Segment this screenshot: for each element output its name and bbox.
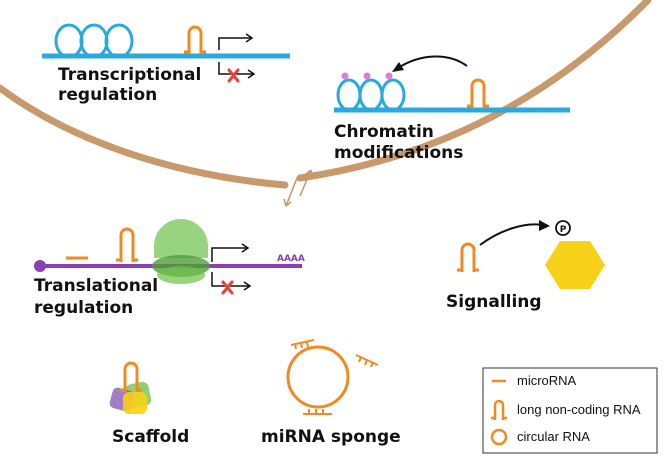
- nuclear-pore-arrows-icon: [283, 169, 313, 207]
- methyl-dot: [385, 72, 393, 80]
- lncrna-icon: [119, 227, 135, 262]
- nucleosome-group: [54, 23, 134, 59]
- phospho-badge-label: P: [560, 225, 567, 235]
- methyl-marks: [341, 72, 393, 80]
- signalling-arrow-icon: [479, 223, 543, 246]
- transcription-arrow-icon: [218, 33, 254, 50]
- block-x-icon: [221, 280, 234, 295]
- nucleosome: [380, 78, 406, 112]
- block-x-icon: [227, 68, 240, 83]
- lncrna-icon: [470, 78, 486, 108]
- transcriptional-label-line2: regulation: [58, 85, 157, 105]
- methyl-dot: [363, 72, 371, 80]
- protein-complex-icon: [109, 381, 152, 414]
- methyl-dot: [341, 72, 349, 80]
- nuclear-membrane-left: [0, 84, 289, 189]
- blocked-translation-arrow-icon: [211, 272, 252, 291]
- protein-hexagon-icon: [545, 241, 605, 289]
- free-microrna-icon: [355, 354, 379, 368]
- mirna-sponge-label: miRNA sponge: [261, 427, 401, 447]
- bound-microrna-icon: [303, 409, 332, 415]
- transcriptional-label-line1: Transcriptional: [58, 65, 201, 85]
- legend-label-microrna: microRNA: [517, 373, 577, 388]
- phospho-badge-icon: [555, 220, 571, 236]
- chromatin-label-line1: Chromatin: [334, 122, 434, 142]
- recruitment-arrowhead: [392, 62, 404, 72]
- transcriptional-panel: Transcriptional regulation: [42, 23, 290, 105]
- legend-circrna-icon: [490, 428, 508, 446]
- nucleosome: [104, 23, 134, 59]
- blocked-transcription-arrow-icon: [218, 62, 256, 79]
- legend-label-lncrna: long non-coding RNA: [517, 402, 641, 417]
- mirna-sponge-panel: miRNA sponge: [261, 339, 401, 447]
- nucleosome: [358, 78, 384, 112]
- recruitment-arrow-icon: [397, 55, 468, 69]
- signalling-label: Signalling: [446, 292, 542, 312]
- lncrna-icon: [123, 361, 139, 392]
- legend-label-circrna: circular RNA: [517, 429, 590, 444]
- nuclear-membrane-right: [296, 0, 652, 182]
- signalling-panel: P Signalling: [446, 220, 605, 312]
- signalling-arrowhead: [539, 220, 550, 231]
- nucleosome: [336, 78, 362, 112]
- lncrna-icon: [187, 25, 203, 54]
- scaffold-panel: Scaffold: [109, 361, 189, 447]
- lncrna-icon: [460, 242, 476, 272]
- translational-label-line2: regulation: [34, 298, 133, 318]
- chromatin-panel: Chromatin modifications: [334, 55, 570, 163]
- polya-tail: AAAA: [277, 254, 305, 264]
- translational-label-line1: Translational: [34, 276, 158, 296]
- translational-panel: AAAA Translational regulation: [34, 219, 305, 318]
- bound-microrna-icon: [290, 339, 315, 350]
- legend-lncrna-icon: [493, 399, 505, 420]
- scaffold-label: Scaffold: [112, 427, 189, 447]
- legend: microRNA long non-coding RNA circular RN…: [482, 367, 658, 454]
- nucleosome: [79, 23, 109, 59]
- mrna-cap: [34, 260, 46, 272]
- chromatin-label-line2: modifications: [334, 143, 463, 163]
- translation-arrow-icon: [211, 243, 250, 262]
- ribosome-icon: [152, 219, 210, 284]
- legend-box: [482, 367, 658, 454]
- nucleosome: [54, 23, 84, 59]
- circrna-icon: [286, 345, 350, 409]
- nucleosome-group: [336, 78, 406, 112]
